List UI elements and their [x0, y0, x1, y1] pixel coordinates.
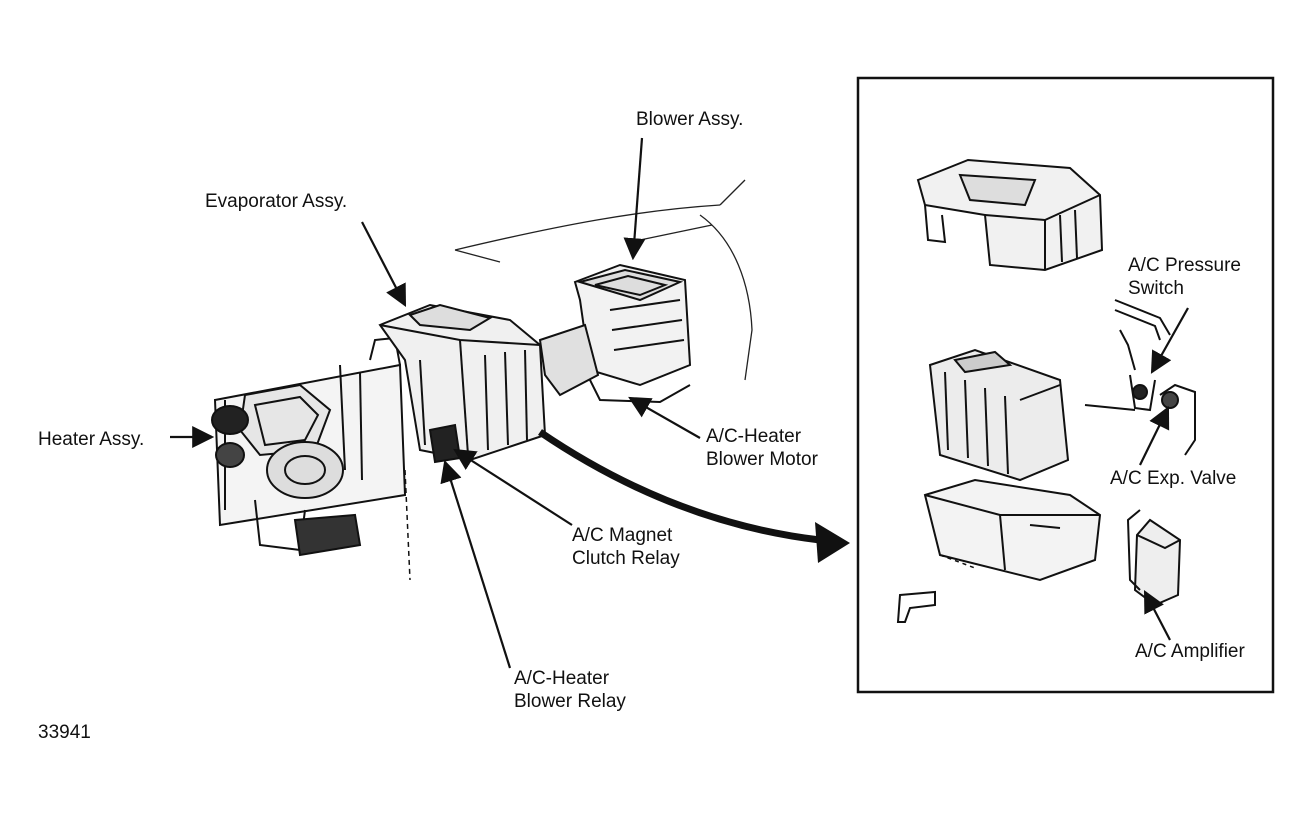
label-blower-relay-line2: Blower Relay: [514, 691, 626, 712]
inset-piping: [1084, 299, 1196, 456]
inset-lower-case: [896, 478, 1102, 623]
inset-pointer-arrow: [538, 429, 821, 544]
label-blower-motor: A/C-Heater Blower Motor: [706, 425, 818, 471]
label-pressure-switch-line2: Switch: [1128, 278, 1184, 299]
label-blower-motor-line2: Blower Motor: [706, 449, 818, 470]
inset-frame: [856, 76, 1275, 694]
label-pressure-switch-line1: A/C Pressure: [1128, 255, 1241, 276]
leader-arrows: [170, 137, 1189, 669]
label-evaporator-assy: Evaporator Assy.: [205, 191, 348, 212]
dashboard-outline: [454, 179, 753, 381]
label-heater-assy: Heater Assy.: [38, 429, 145, 450]
label-exp-valve: A/C Exp. Valve: [1110, 468, 1237, 489]
label-blower-relay-line1: A/C-Heater: [514, 668, 610, 689]
evaporator-assembly-drawing: [378, 303, 547, 581]
figure-number: 33941: [38, 722, 91, 743]
label-amplifier: A/C Amplifier: [1135, 641, 1245, 662]
label-magnet-clutch-relay-line2: Clutch Relay: [572, 548, 680, 569]
blower-assembly-drawing: [538, 263, 692, 404]
label-blower-motor-line1: A/C-Heater: [706, 426, 802, 447]
label-magnet-clutch-relay-line1: A/C Magnet: [572, 525, 673, 546]
label-pressure-switch: A/C Pressure Switch: [1128, 254, 1241, 300]
inset-pointer-arrowhead: [815, 522, 850, 563]
label-blower-relay: A/C-Heater Blower Relay: [514, 667, 626, 713]
inset-amplifier: [1126, 509, 1182, 607]
label-blower-assy: Blower Assy.: [636, 109, 744, 130]
inset-evaporator-cover: [916, 158, 1104, 272]
heater-assembly-drawing: [211, 336, 407, 557]
label-magnet-clutch-relay: A/C Magnet Clutch Relay: [572, 524, 680, 570]
inset-evaporator-core: [928, 348, 1070, 482]
